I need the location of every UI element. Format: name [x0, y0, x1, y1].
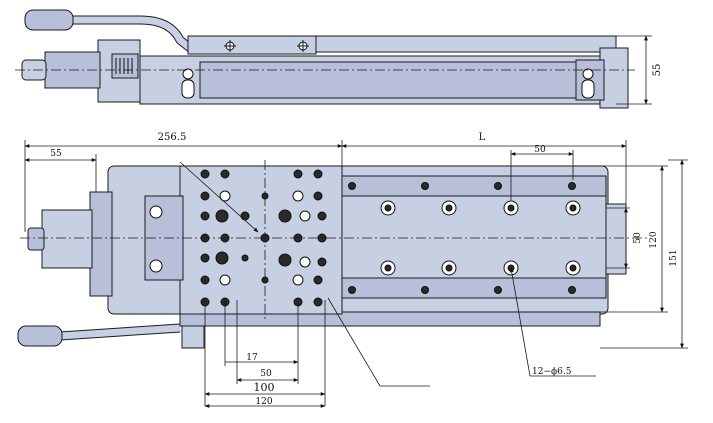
dim-center-50: 50 — [633, 232, 643, 244]
rail-lower — [339, 277, 607, 299]
dim-pitch-120: 120 — [255, 397, 272, 407]
dim-side-height: 55 — [652, 64, 663, 77]
dim-center-120: 120 — [649, 231, 659, 248]
connector-plug-lower — [17, 325, 63, 347]
dim-stroke-length: L — [479, 132, 486, 143]
dim-pitch-17: 17 — [246, 353, 258, 363]
side-view: 55 — [15, 9, 663, 109]
rail-upper — [339, 175, 607, 197]
dim-motor-offset: 55 — [50, 149, 62, 159]
dim-overall-151: 151 — [669, 249, 679, 266]
connector-plug — [24, 9, 74, 31]
dim-pitch-50: 50 — [260, 369, 272, 379]
motor-body — [89, 191, 113, 297]
dim-top-pitch: 50 — [534, 145, 546, 155]
carriage-plate — [187, 35, 317, 55]
dim-overall-left: 256.5 — [158, 132, 187, 143]
hole-callout: 12−ϕ6.5 — [532, 367, 572, 377]
top-view: 256.5 L 55 50 50 120 151 17 — [17, 132, 688, 408]
dim-pitch-100: 100 — [254, 381, 275, 394]
